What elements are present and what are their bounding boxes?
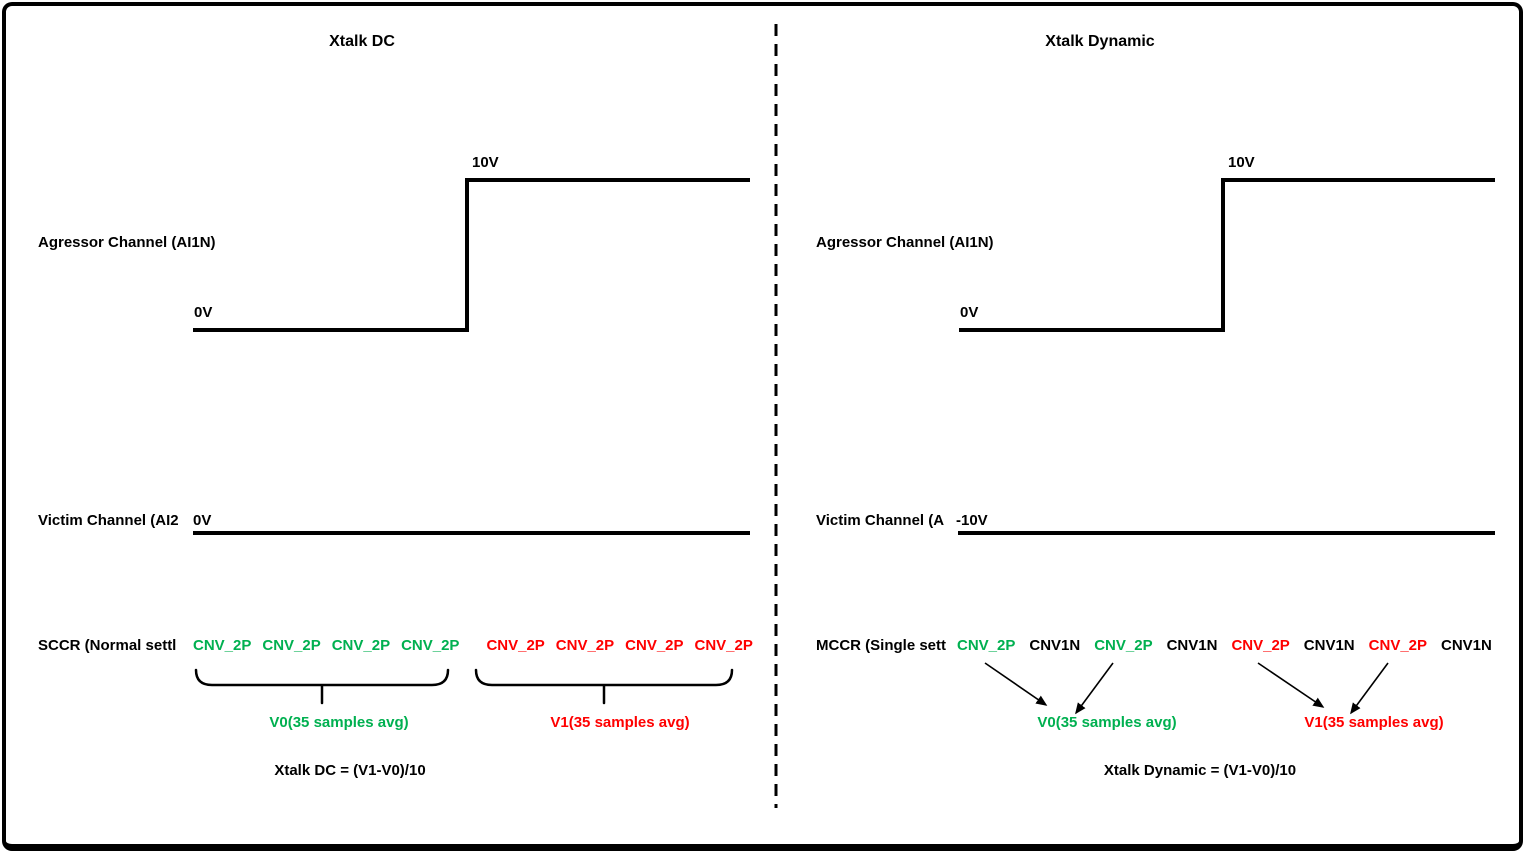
cnv-token: CNV1N bbox=[1303, 637, 1355, 654]
right-v1-arrow-2 bbox=[1350, 662, 1389, 715]
left-v1-average-label: V1(35 samples avg) bbox=[550, 714, 690, 731]
right-sequence-prefix-label: MCCR (Single sett bbox=[816, 637, 947, 654]
right-v0-arrow-2 bbox=[1075, 662, 1114, 715]
left-victim-channel-label: Victim Channel (AI2 bbox=[38, 512, 179, 529]
cnv-token: CNV1N bbox=[1029, 637, 1081, 654]
right-v1-average-label: V1(35 samples avg) bbox=[1304, 714, 1444, 731]
cnv-token: CNV_2P bbox=[331, 637, 391, 654]
cnv-token: CNV_2P bbox=[1094, 637, 1153, 654]
right-aggressor-low-level-label: 0V bbox=[960, 304, 979, 321]
right-v0-average-label: V0(35 samples avg) bbox=[1037, 714, 1177, 731]
cnv-token: CNV1N bbox=[1441, 637, 1492, 654]
left-sequence-prefix-label: SCCR (Normal settl bbox=[38, 637, 177, 654]
cnv-token: CNV_2P bbox=[1231, 637, 1290, 654]
left-aggressor-low-level-label: 0V bbox=[194, 304, 213, 321]
cnv-token: CNV_2P bbox=[262, 637, 321, 654]
right-formula: Xtalk Dynamic = (V1-V0)/10 bbox=[1103, 762, 1297, 779]
left-panel-title: Xtalk DC bbox=[329, 33, 395, 50]
left-v0-average-label: V0(35 samples avg) bbox=[269, 714, 409, 731]
cnv-token: CNV1N bbox=[1166, 637, 1218, 654]
right-panel-title: Xtalk Dynamic bbox=[1045, 33, 1155, 50]
right-victim-level-label: -10V bbox=[956, 512, 988, 529]
left-cnv-sequence: CNV_2P CNV_2P CNV_2P CNV_2P CNV_2P CNV_2… bbox=[193, 636, 764, 656]
cnv-token: CNV_2P bbox=[625, 637, 684, 654]
left-aggressor-high-level-label: 10V bbox=[472, 154, 499, 171]
right-aggressor-high-level-label: 10V bbox=[1228, 154, 1255, 171]
left-victim-level-label: 0V bbox=[193, 512, 212, 529]
left-v0-brace bbox=[194, 668, 450, 705]
cnv-token: CNV_2P bbox=[193, 637, 252, 654]
right-aggressor-channel-label: Agressor Channel (AI1N) bbox=[816, 234, 994, 251]
cnv-token: CNV_2P bbox=[957, 637, 1016, 654]
right-cnv-sequence: CNV_2P CNV1N CNV_2P CNV1N CNV_2P CNV1N C… bbox=[957, 636, 1506, 656]
right-victim-channel-label: Victim Channel (A bbox=[816, 512, 945, 529]
cnv-token: CNV_2P bbox=[486, 637, 545, 654]
right-v1-arrow-1 bbox=[1257, 662, 1325, 708]
left-formula: Xtalk DC = (V1-V0)/10 bbox=[274, 762, 426, 779]
left-v1-brace bbox=[474, 668, 734, 705]
right-aggressor-step-waveform bbox=[959, 178, 1495, 332]
left-aggressor-step-waveform bbox=[193, 178, 750, 332]
left-aggressor-channel-label: Agressor Channel (AI1N) bbox=[38, 234, 216, 251]
cnv-token: CNV_2P bbox=[401, 637, 460, 654]
cnv-token: CNV_2P bbox=[1368, 637, 1428, 654]
cnv-token: CNV_2P bbox=[694, 637, 753, 654]
right-v0-arrow-1 bbox=[984, 662, 1048, 706]
cnv-token: CNV_2P bbox=[555, 637, 615, 654]
